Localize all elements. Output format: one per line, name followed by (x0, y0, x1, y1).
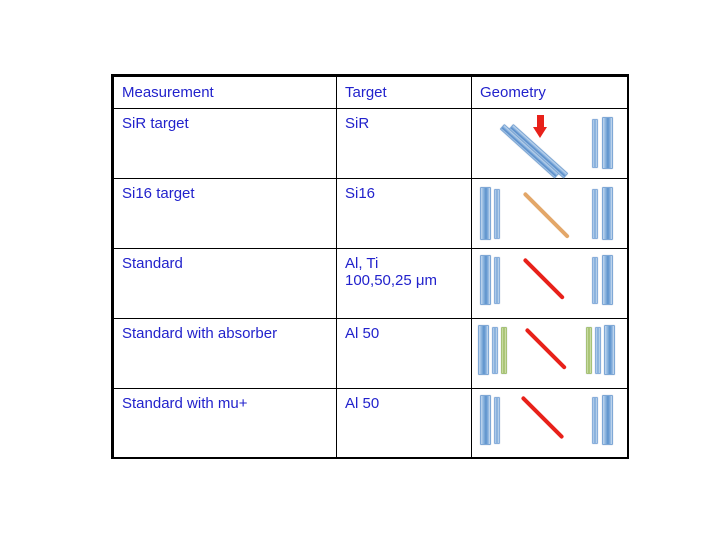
green-bar-thin (586, 327, 592, 374)
cell-target: SiR (336, 108, 472, 179)
si16-target-geometry (472, 179, 627, 248)
blue-bar-thick (604, 325, 615, 375)
table-row: SiR target SiR (113, 108, 628, 179)
diagonal-tan-line (522, 191, 570, 239)
blue-bar-thick (480, 255, 491, 305)
blue-bar-thick (602, 255, 613, 305)
blue-bar-thin (592, 397, 598, 444)
header-label-measurement: Measurement (122, 84, 214, 101)
cell-target: Al, Ti 100,50,25 μm (336, 248, 472, 319)
header-label-geometry: Geometry (480, 84, 546, 101)
blue-bar-thin (592, 189, 598, 239)
blue-bar-thin (592, 257, 598, 304)
blue-bar-thick (480, 395, 491, 445)
cell-measurement: Standard (113, 248, 337, 319)
header-cell-target: Target (336, 76, 472, 109)
blue-bar-thick (602, 187, 613, 240)
cell-measurement: Si16 target (113, 178, 337, 249)
blue-bar-thin (492, 327, 498, 374)
standard-geometry (472, 249, 627, 318)
target-label: SiR (345, 115, 370, 132)
measurement-label: SiR target (122, 115, 189, 132)
cell-target: Al 50 (336, 388, 472, 459)
red-down-arrow-icon (533, 115, 548, 138)
header-cell-geometry: Geometry (471, 76, 628, 109)
target-label: Al 50 (345, 325, 380, 342)
cell-geometry (471, 248, 628, 319)
table: Measurement Target Geometry SiR target (113, 76, 628, 459)
table-row: Standard Al, Ti 100,50,25 μm (113, 248, 628, 319)
diagonal-blue-bar (499, 123, 560, 179)
diagonal-red-line (520, 395, 565, 440)
blue-bar-thin (494, 257, 500, 304)
green-bar-thin (501, 327, 507, 374)
header-label-target: Target (345, 84, 387, 101)
target-label: Al, Ti 100,50,25 μm (345, 255, 438, 289)
diagonal-red-line (522, 257, 566, 301)
blue-bar-thick (480, 187, 491, 240)
standard-with-absorber-geometry (472, 319, 627, 388)
target-label: Al 50 (345, 395, 380, 412)
measurement-label: Si16 target (122, 185, 195, 202)
sir-target-geometry (472, 109, 627, 179)
table-row: Standard with mu+ Al 50 (113, 388, 628, 459)
cell-geometry (471, 388, 628, 459)
cell-measurement: Standard with absorber (113, 318, 337, 389)
blue-bar-thin (494, 397, 500, 444)
cell-geometry (471, 108, 628, 179)
blue-bar-thick (602, 395, 613, 445)
measurement-label: Standard (122, 255, 183, 272)
table-row: Si16 target Si16 (113, 178, 628, 249)
cell-target: Si16 (336, 178, 472, 249)
table-row: Standard with absorber Al 50 (113, 318, 628, 389)
cell-geometry (471, 318, 628, 389)
blue-bar-thin (595, 327, 601, 374)
target-label: Si16 (345, 185, 376, 202)
standard-with-mu-plus-geometry (472, 389, 627, 458)
blue-bar-thick (478, 325, 489, 375)
cell-measurement: SiR target (113, 108, 337, 179)
measurement-label: Standard with mu+ (122, 395, 248, 412)
cell-geometry (471, 178, 628, 249)
diagonal-red-line (524, 327, 568, 371)
blue-bar-thin (592, 119, 598, 168)
measurement-label: Standard with absorber (122, 325, 278, 342)
blue-bar-thick (602, 117, 613, 169)
table-header-row: Measurement Target Geometry (113, 76, 628, 109)
cell-measurement: Standard with mu+ (113, 388, 337, 459)
header-cell-measurement: Measurement (113, 76, 337, 109)
cell-target: Al 50 (336, 318, 472, 389)
blue-bar-thin (494, 189, 500, 239)
geometry-comparison-table: Measurement Target Geometry SiR target (111, 74, 629, 459)
